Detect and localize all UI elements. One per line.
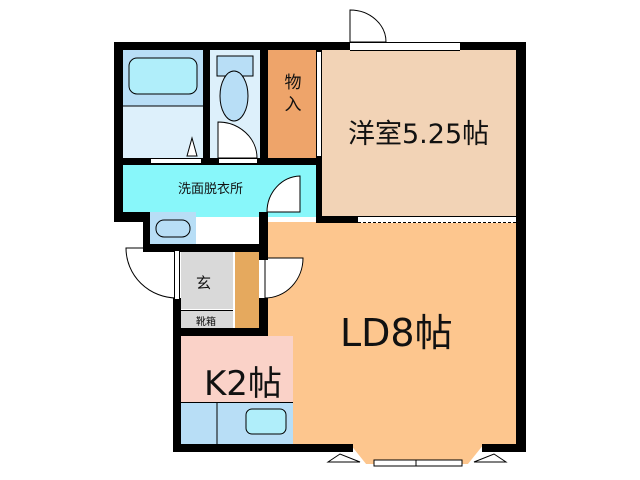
wall-bath-toilet: [203, 50, 210, 165]
wall-sink-left: [143, 212, 150, 252]
wall-ld-left-lower: [259, 298, 268, 336]
wall-sink-bottom: [143, 244, 267, 252]
bath-door: [150, 158, 202, 164]
shoe-box-label: 靴箱: [196, 317, 216, 328]
living-bay: [350, 444, 484, 464]
wall-entrance-bottom: [173, 328, 268, 336]
storage-sliding-door: [316, 52, 322, 156]
wall-washroom-bottom-left: [114, 212, 150, 222]
western-room: [322, 50, 516, 216]
storage-label: 物入: [284, 73, 302, 115]
entrance-shelf: [235, 252, 259, 328]
sliding-door-western: [358, 216, 516, 223]
wall-toilet-storage: [260, 50, 268, 165]
outer-wall-right: [516, 42, 526, 452]
wall-ld-left: [259, 212, 268, 260]
window-western-top: [350, 42, 460, 51]
outer-wall-top-right: [460, 42, 526, 50]
storage-closet: [268, 50, 318, 158]
outer-wall-left-upper: [114, 42, 123, 222]
entrance-label: 玄: [196, 274, 212, 292]
washroom-label: 洗面脱衣所: [178, 182, 244, 197]
western-room-label: 洋室5.25帖: [348, 119, 490, 150]
toilet-door: [218, 158, 258, 164]
entrance: [181, 252, 233, 309]
front-door: [174, 250, 180, 300]
outer-wall-top-left: [114, 42, 350, 50]
outer-wall-bottom-left: [173, 444, 353, 452]
shoe-box: [181, 310, 233, 329]
living-dining-room: [268, 222, 518, 444]
wall-western-bottom: [316, 216, 358, 223]
wall-entrance-left: [173, 298, 181, 452]
outer-wall-bottom-right: [482, 444, 526, 452]
kitchen-label: K2帖: [204, 364, 282, 404]
living-dining-label: LD8帖: [340, 311, 453, 355]
